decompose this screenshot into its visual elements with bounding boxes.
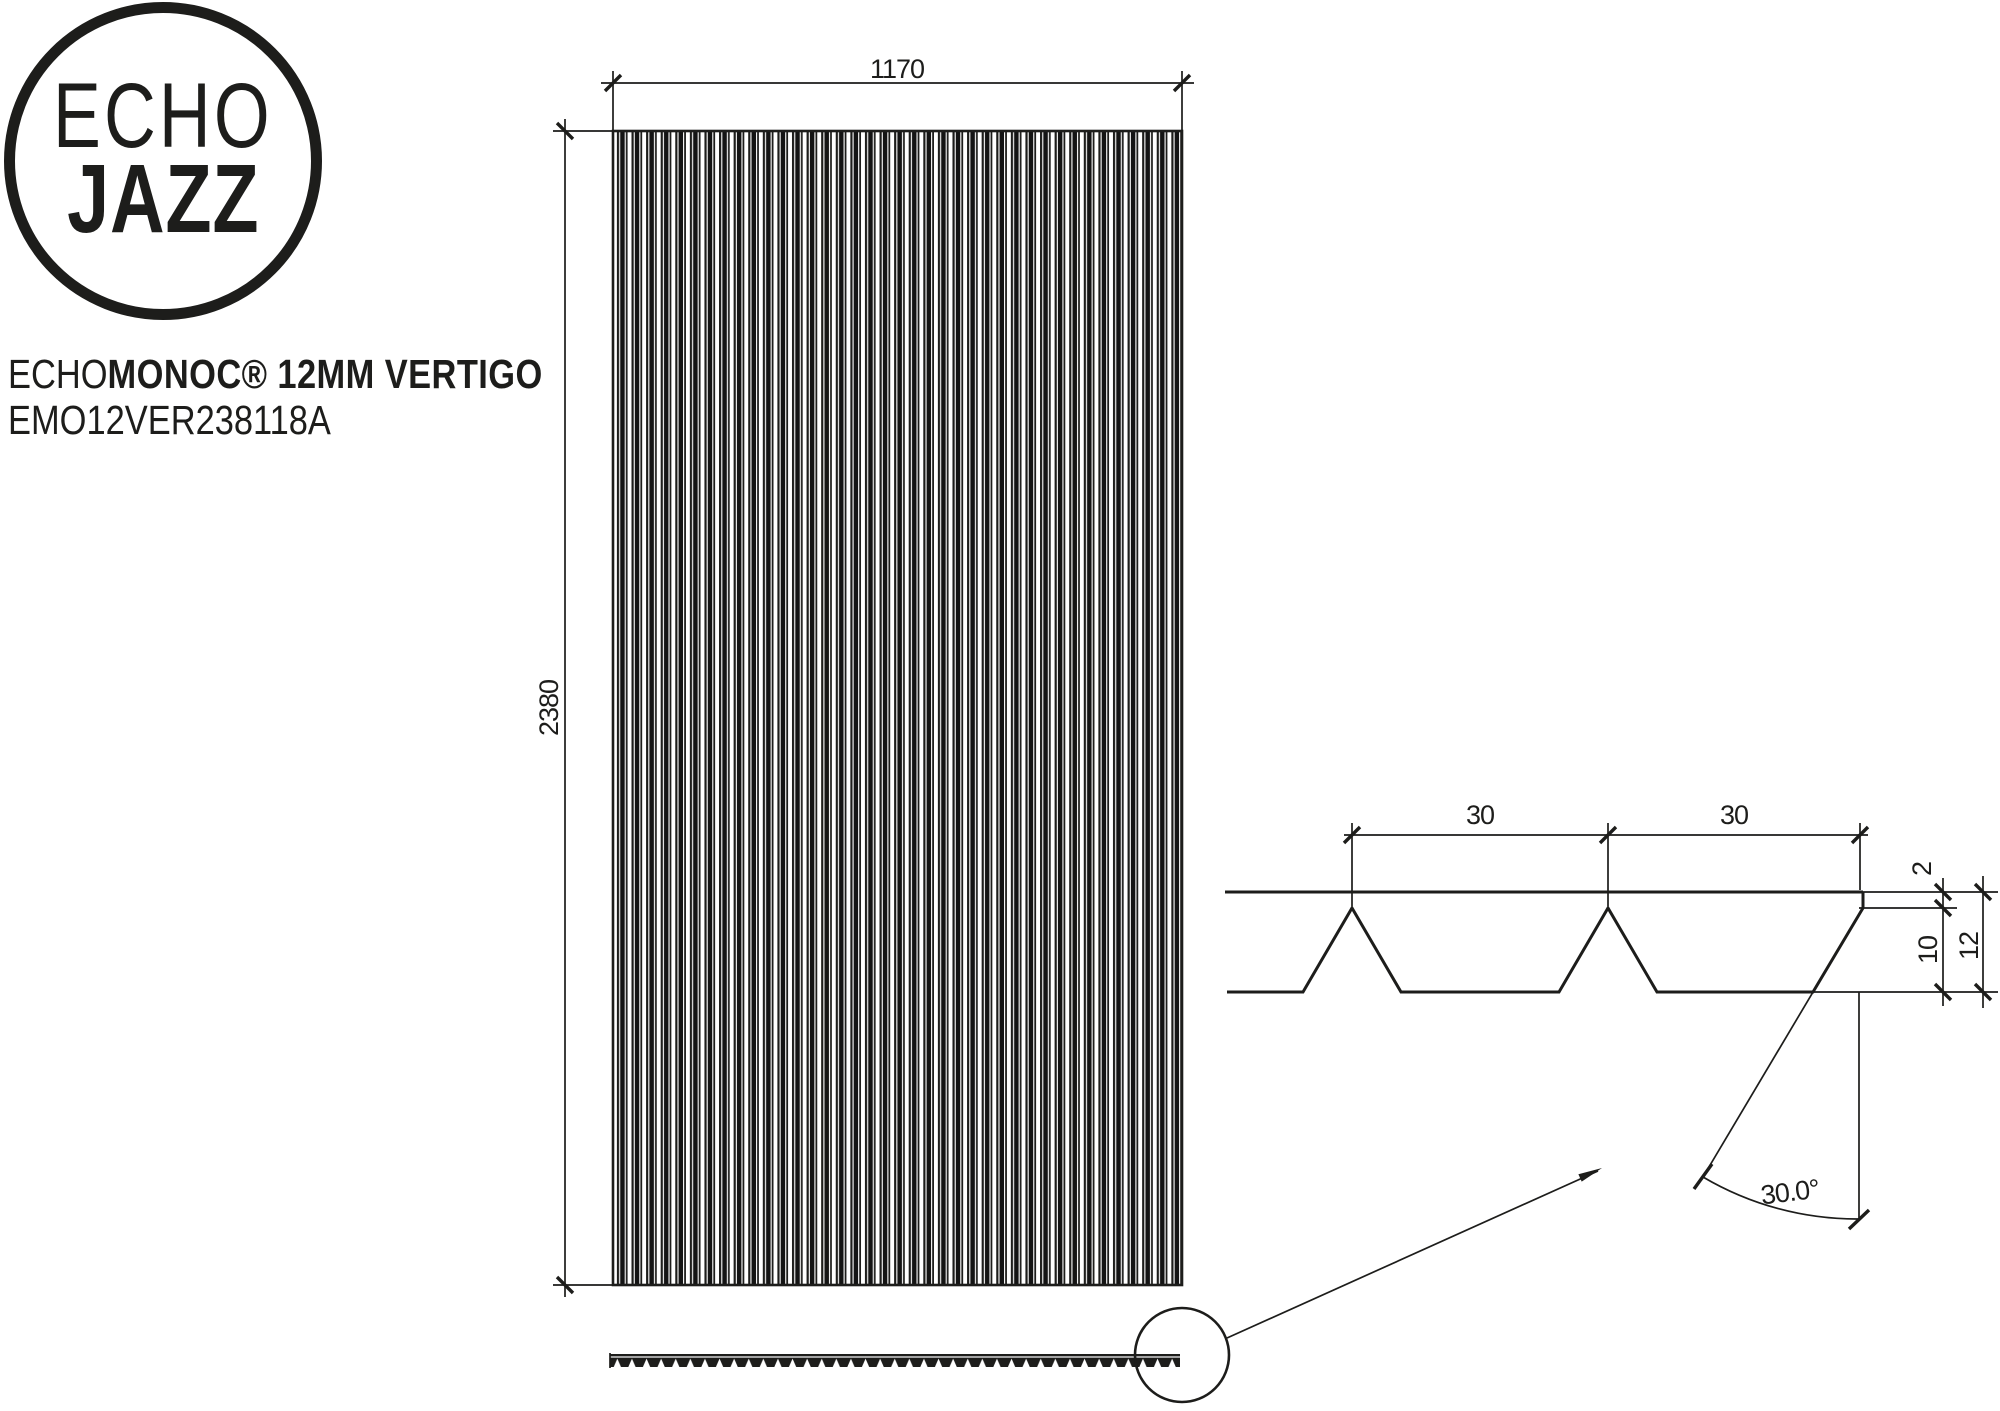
pitch-dim-label-right: 30	[1720, 800, 1748, 830]
mini-profile-teeth	[610, 1354, 1180, 1367]
detail-section-view: 30 30 2 10 12 30.0°	[1225, 800, 1998, 1231]
skin-dim-label: 2	[1907, 862, 1937, 876]
logo-text-echo: ECHO	[53, 64, 273, 167]
product-name-brand: ECHO	[8, 351, 108, 397]
echojazz-logo: ECHO JAZZ	[4, 2, 322, 320]
groove-dim-label: 10	[1913, 936, 1943, 964]
angle-dim-label: 30.0°	[1759, 1174, 1821, 1211]
detail-callout	[1133, 1168, 1602, 1404]
width-dim-label: 1170	[870, 54, 924, 84]
title-block: ECHOMONOC® 12MM VERTIGO EMO12VER238118A	[8, 351, 645, 444]
detail-circle	[1133, 1306, 1231, 1404]
section-groove-outline	[1227, 892, 1865, 994]
pitch-dimensions: 30 30	[1342, 800, 1870, 906]
height-dim-label: 2380	[534, 680, 564, 736]
front-view	[611, 129, 1184, 1287]
logo-text-jazz: JAZZ	[66, 144, 260, 254]
width-dimension: 1170	[601, 54, 1194, 131]
angle-dimension: 30.0°	[1692, 907, 1871, 1231]
product-name: ECHOMONOC® 12MM VERTIGO	[8, 351, 543, 398]
detail-leader-line	[1226, 1170, 1599, 1339]
panel-outline	[611, 129, 1184, 1287]
leader-arrowhead-icon	[1578, 1168, 1602, 1182]
product-code: EMO12VER238118A	[8, 396, 331, 443]
pitch-dim-label-left: 30	[1466, 800, 1494, 830]
thickness-dimensions: 2 10 12	[1813, 862, 1998, 1008]
thickness-dim-label: 12	[1954, 932, 1984, 960]
height-dimension: 2380	[534, 119, 613, 1297]
bottom-edge-profile-strip	[609, 1353, 1180, 1368]
panel-face-slats	[613, 131, 1182, 1285]
product-name-model: MONOC® 12MM VERTIGO	[107, 351, 543, 397]
